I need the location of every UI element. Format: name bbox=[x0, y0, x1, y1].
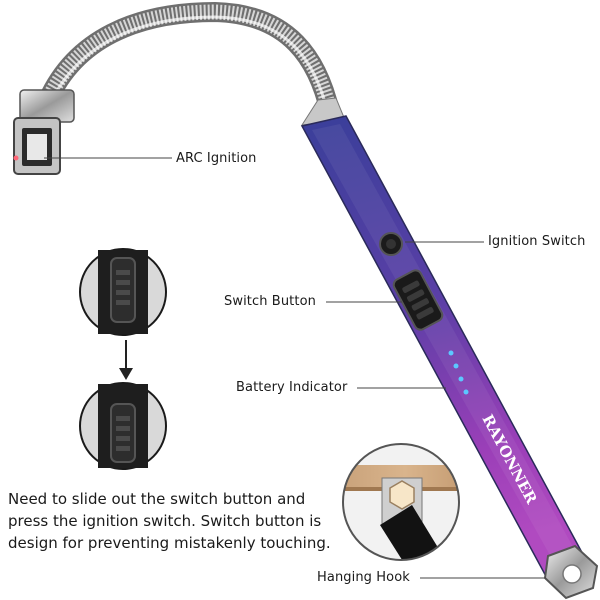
gooseneck bbox=[38, 1, 340, 122]
down-arrow-icon bbox=[119, 340, 133, 380]
switch-button-icon bbox=[392, 269, 444, 331]
leader-lines bbox=[44, 157, 546, 579]
battery-indicator-leds bbox=[448, 350, 469, 395]
callout-hanging-hook: Hanging Hook bbox=[317, 570, 410, 585]
callout-switch-button: Switch Button bbox=[224, 294, 316, 309]
lighter-body bbox=[300, 97, 588, 582]
hook-closeup bbox=[342, 443, 460, 561]
usage-description: Need to slide out the switch button and … bbox=[8, 490, 331, 552]
switch-closeup-unlocked bbox=[79, 382, 167, 470]
callout-battery-indicator: Battery Indicator bbox=[236, 380, 348, 395]
switch-closeup-locked bbox=[79, 248, 167, 336]
callout-arc-ignition: ARC Ignition bbox=[176, 151, 257, 166]
ignition-switch-icon bbox=[379, 232, 403, 256]
hanging-hook-icon bbox=[543, 544, 599, 600]
arc-tip bbox=[13, 89, 75, 175]
callout-ignition-switch: Ignition Switch bbox=[488, 234, 586, 249]
